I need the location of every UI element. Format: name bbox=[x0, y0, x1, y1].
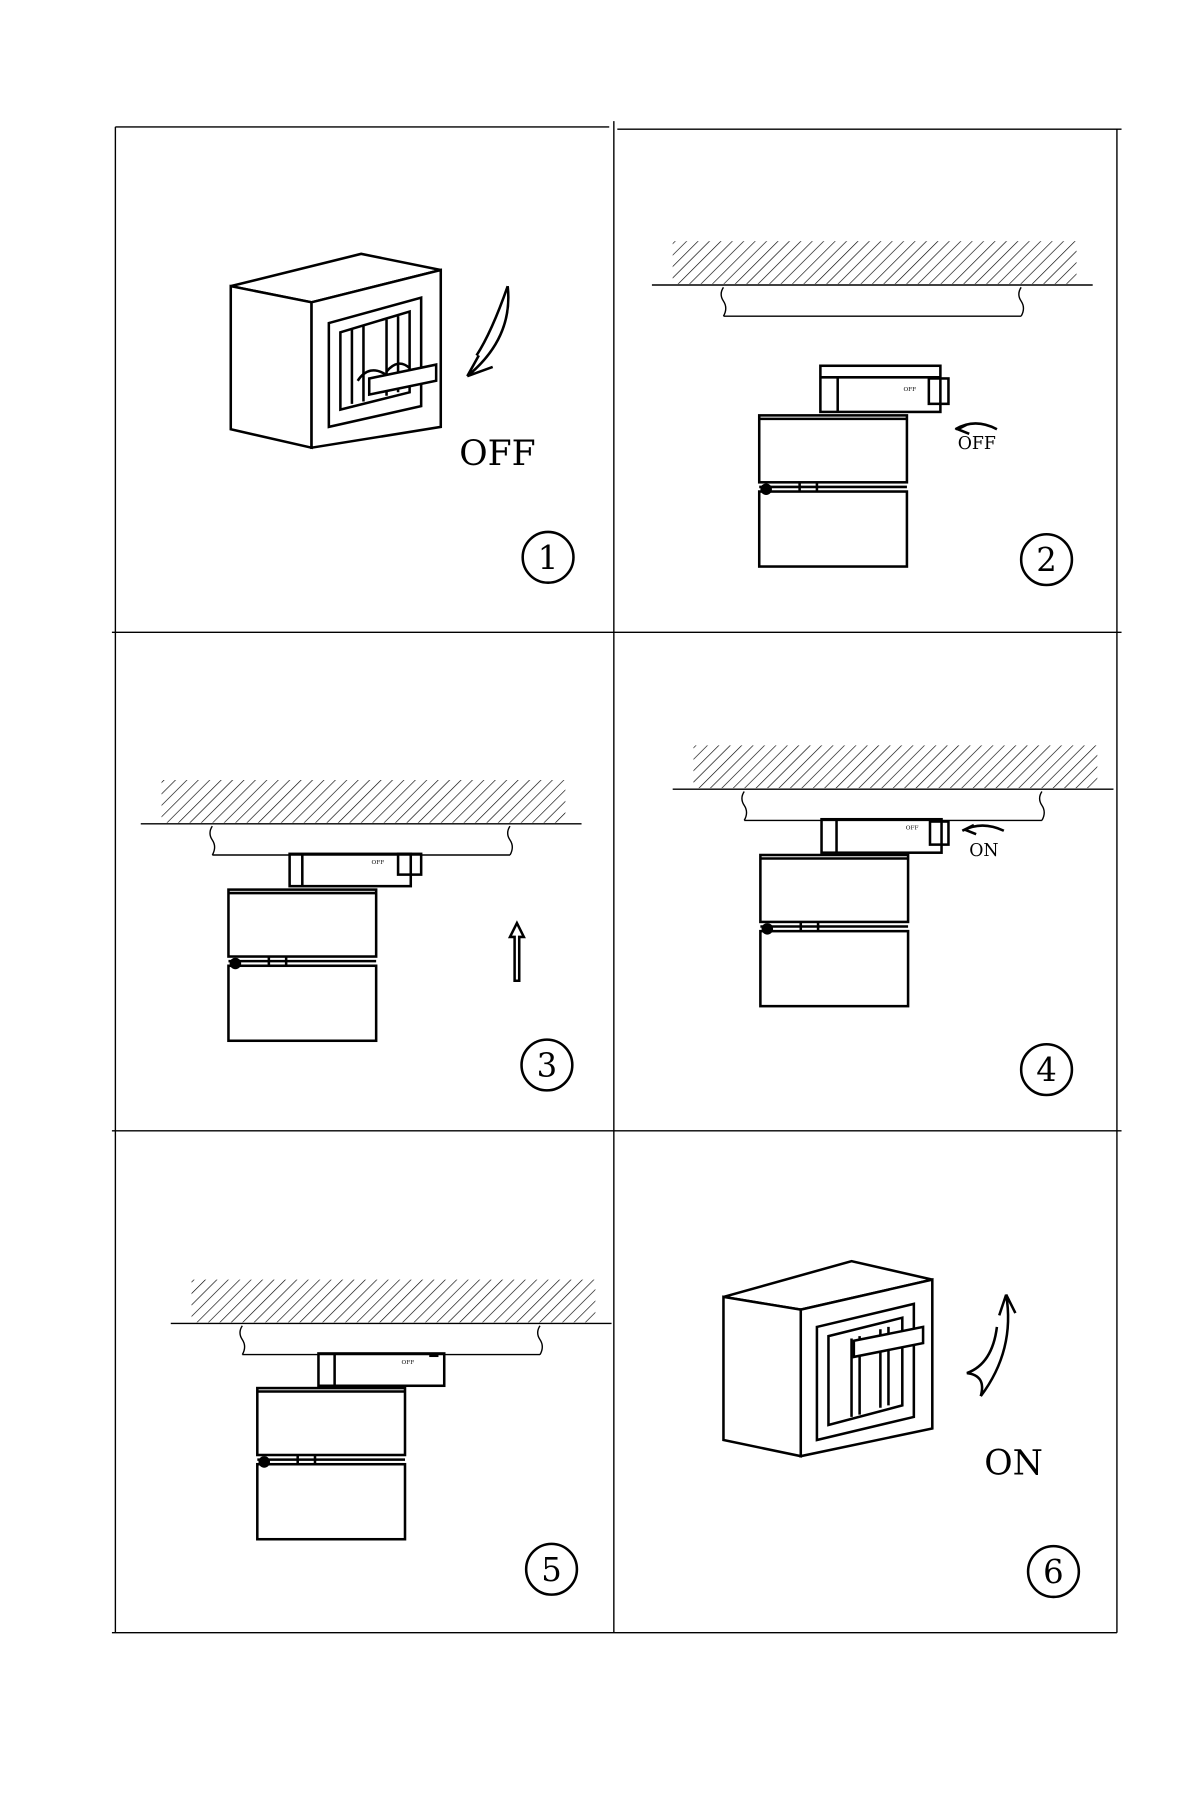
step-number-circle bbox=[1019, 1042, 1074, 1097]
rotate-icon bbox=[961, 823, 1005, 836]
step-number: 1 bbox=[538, 539, 559, 577]
step-number-circle bbox=[524, 1542, 579, 1596]
step-number: 4 bbox=[1036, 1051, 1057, 1089]
step-number-circle bbox=[521, 530, 575, 584]
svg-text:OFF: OFF bbox=[402, 1360, 415, 1366]
switch-box-on bbox=[722, 1259, 934, 1458]
on-label: ON bbox=[969, 841, 998, 861]
step-number: 2 bbox=[1036, 541, 1057, 579]
arrow-up-icon bbox=[507, 920, 526, 983]
svg-text:OFF: OFF bbox=[372, 860, 385, 866]
panel-step-4: OFF ON 4 bbox=[672, 744, 1115, 1097]
arrow-down-icon bbox=[466, 285, 510, 378]
svg-text:OFF: OFF bbox=[903, 387, 916, 393]
arrow-up-curved-icon bbox=[966, 1294, 1017, 1397]
svg-text:OFF: OFF bbox=[906, 826, 919, 832]
panel-step-5: OFF 5 bbox=[170, 1278, 613, 1596]
on-label: ON bbox=[984, 1444, 1043, 1484]
panel-step-6: ON 6 bbox=[722, 1259, 1081, 1599]
rotate-icon bbox=[954, 422, 998, 436]
panel-grid bbox=[111, 121, 1122, 1634]
step-number: 3 bbox=[537, 1047, 558, 1085]
step-number: 6 bbox=[1043, 1553, 1064, 1591]
track-adapter: OFF bbox=[288, 852, 423, 888]
step-number-circle bbox=[1026, 1544, 1081, 1599]
off-label: OFF bbox=[459, 434, 535, 474]
track-adapter: OFF bbox=[317, 1352, 446, 1388]
step-number-circle bbox=[1019, 532, 1074, 587]
track-adapter: OFF bbox=[820, 817, 950, 854]
panel-step-1: OFF 1 bbox=[229, 252, 575, 584]
panel-step-3: OFF 3 bbox=[140, 779, 583, 1092]
step-number: 5 bbox=[541, 1551, 562, 1589]
off-label: OFF bbox=[958, 434, 996, 454]
track-adapter: OFF bbox=[819, 364, 950, 414]
panel-step-2: OFF OFF 2 bbox=[651, 240, 1094, 587]
step-number-circle bbox=[520, 1038, 574, 1092]
switch-box-off bbox=[229, 252, 443, 450]
